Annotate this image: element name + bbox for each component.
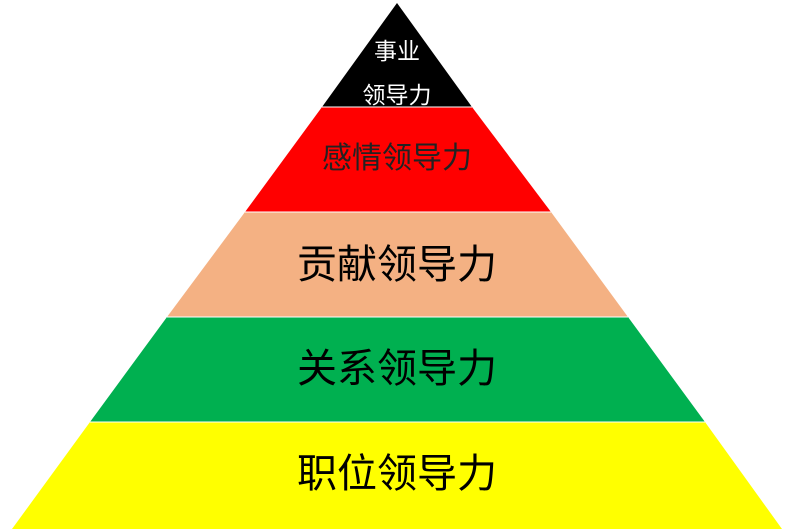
- level-base-label: 职位领导力: [297, 451, 497, 497]
- level-top-label-line1: 事业: [374, 39, 420, 65]
- level-2-label: 感情领导力: [322, 141, 472, 176]
- pyramid-level-4: [90, 317, 705, 422]
- pyramid-level-3: [167, 212, 628, 317]
- pyramid-level-top: [322, 3, 472, 107]
- level-4-label: 关系领导力: [297, 346, 497, 392]
- level-top-label-line2: 领导力: [362, 83, 432, 109]
- level-3-label: 贡献领导力: [297, 242, 497, 288]
- pyramid-level-2: [245, 107, 551, 212]
- pyramid-level-base: [12, 422, 782, 529]
